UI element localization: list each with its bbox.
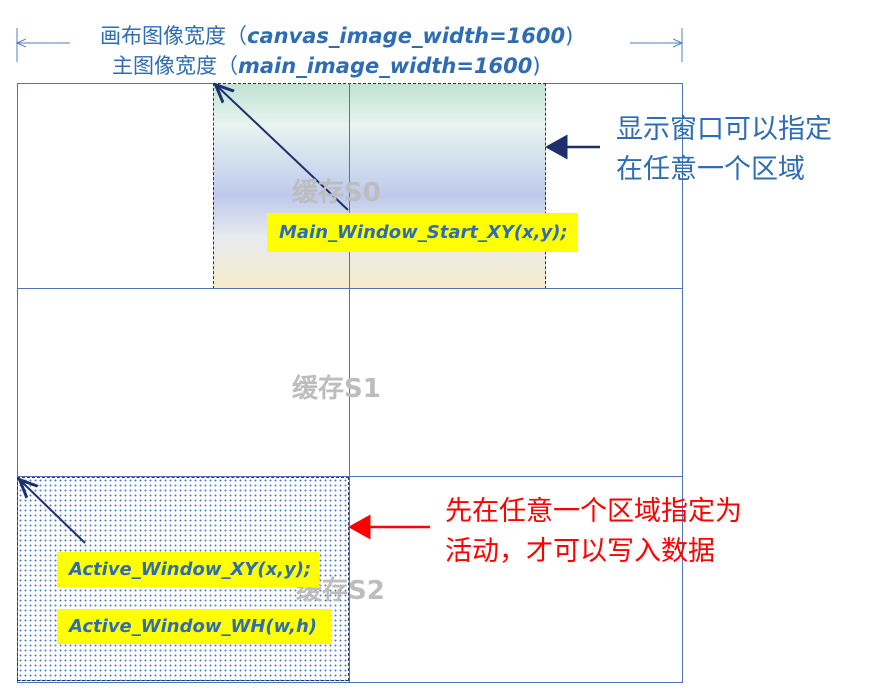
- canvas-width-en: canvas_image_width=1600: [247, 24, 566, 48]
- active-window-xy-label: Active_Window_XY(x,y);: [57, 552, 319, 587]
- active-note-line1: 先在任意一个区域指定为: [445, 496, 742, 527]
- display-note-line1: 显示窗口可以指定: [616, 114, 832, 145]
- main-width-label: 主图像宽度（main_image_width=1600): [112, 50, 541, 80]
- paren: ): [532, 54, 541, 78]
- display-note-line2: 在任意一个区域: [616, 154, 805, 185]
- paren: ): [565, 24, 574, 48]
- main-window-start-label: Main_Window_Start_XY(x,y);: [267, 213, 578, 252]
- main-display-window: [213, 83, 546, 289]
- canvas-width-label: 画布图像宽度（canvas_image_width=1600): [100, 20, 573, 50]
- buffer-s1-label: 缓存S1: [292, 374, 381, 404]
- active-window-start-arrow: [21, 481, 86, 544]
- main-window-start-arrow: [217, 86, 349, 211]
- active-window-note: 先在任意一个区域指定为 活动，才可以写入数据: [445, 492, 742, 572]
- buffer-s0-label: 缓存S0: [292, 178, 381, 208]
- center-divider: [349, 83, 350, 683]
- active-note-line2: 活动，才可以写入数据: [445, 536, 715, 567]
- divider-s1-s2: [17, 476, 683, 477]
- divider-s0-s1: [17, 288, 683, 289]
- active-window-wh-label: Active_Window_WH(w,h): [57, 609, 331, 644]
- canvas-width-cn: 画布图像宽度（: [100, 24, 247, 48]
- main-width-cn: 主图像宽度（: [112, 54, 238, 78]
- main-width-en: main_image_width=1600: [238, 54, 533, 78]
- width-dimension-arrows: [17, 28, 682, 62]
- display-window-note: 显示窗口可以指定 在任意一个区域: [616, 110, 832, 190]
